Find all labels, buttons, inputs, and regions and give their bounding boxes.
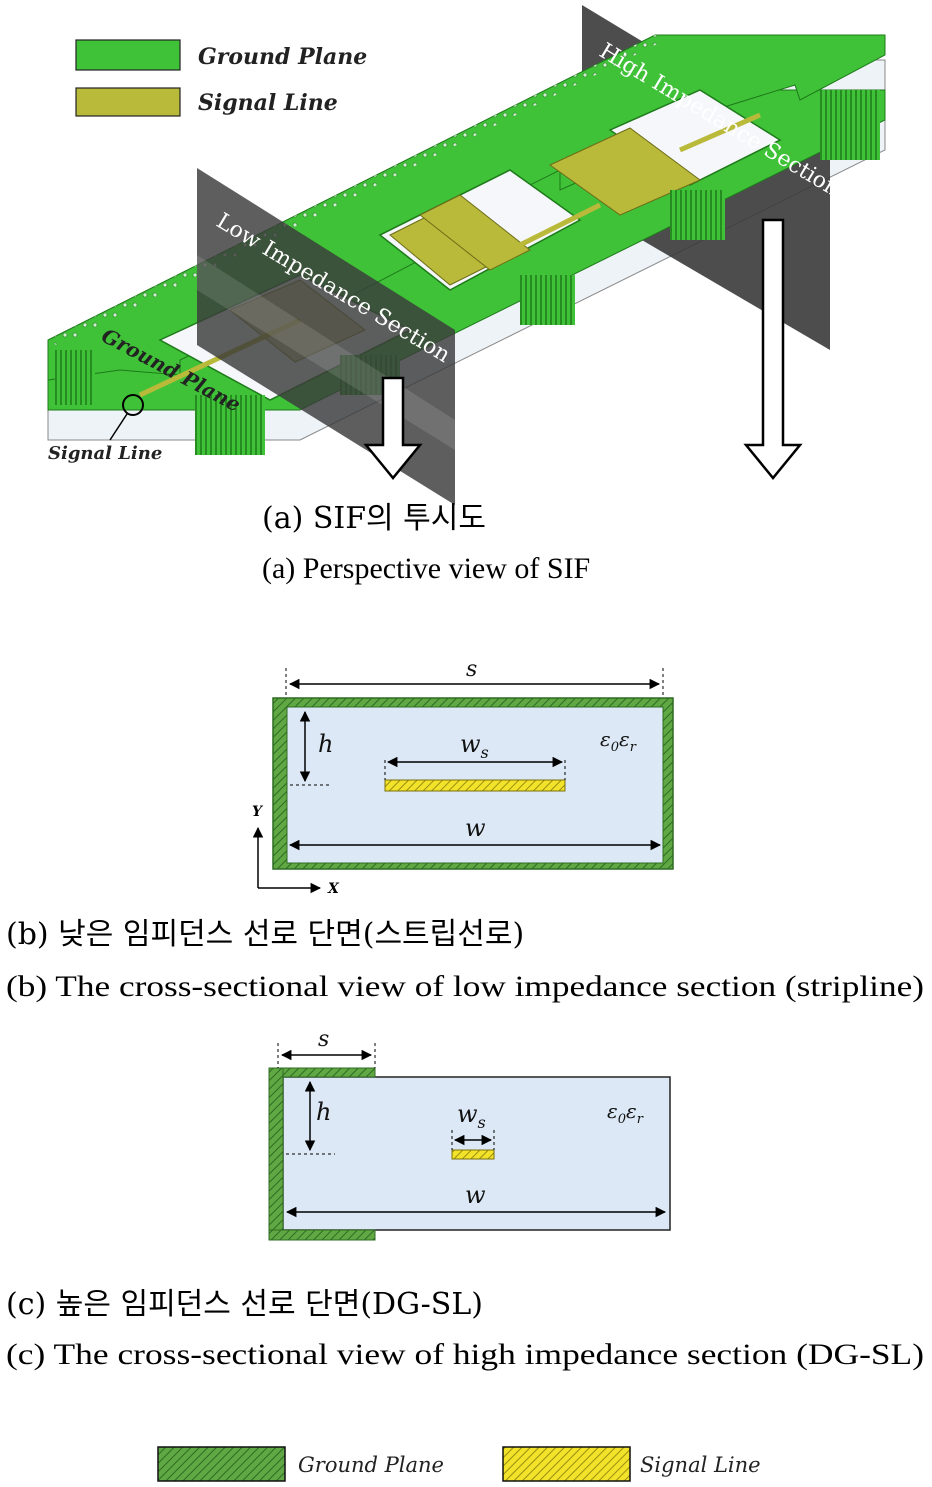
caption-a-en: (a) Perspective view of SIF xyxy=(262,552,590,585)
signal-line-callout-label: Signal Line xyxy=(48,443,162,464)
down-arrow-high xyxy=(743,218,803,480)
via-fence-1 xyxy=(55,350,95,405)
c-ground-top xyxy=(268,1067,376,1078)
down-arrow-low xyxy=(363,376,423,480)
caption-c-en: (c) The cross-sectional view of high imp… xyxy=(6,1338,924,1371)
signal-strip-2 xyxy=(518,202,602,248)
bottom-legend-ground-label: Ground Plane xyxy=(298,1453,444,1477)
section-c-diagram: s h ws w ε0εr xyxy=(268,1027,671,1241)
b-permittivity: ε0εr xyxy=(600,727,637,755)
perspective-view: Low Impedance Section High Impedance Sec… xyxy=(47,5,886,505)
section-b-diagram: s h ws w ε0εr Y X xyxy=(252,657,674,897)
caption-a-ko: (a) SIF의 투시도 xyxy=(262,501,486,536)
top-legend: Ground Plane Signal Line xyxy=(75,39,367,117)
c-signal-strip xyxy=(451,1149,495,1160)
b-s-label: s xyxy=(466,657,477,682)
bottom-legend-signal-swatch xyxy=(502,1446,631,1482)
c-permittivity: ε0εr xyxy=(607,1099,644,1127)
via-fence-6 xyxy=(820,90,880,160)
caption-b-ko: (b) 낮은 임피던스 선로 단면(스트립선로) xyxy=(6,917,524,952)
signal-pad-top xyxy=(549,127,701,216)
via-fence-2 xyxy=(195,395,265,455)
caption-c-ko: (c) 높은 임피던스 선로 단면(DG-SL) xyxy=(6,1287,483,1322)
signal-strip-3 xyxy=(678,112,762,153)
bottom-legend: Ground Plane Signal Line xyxy=(157,1446,761,1482)
c-ground-bottom xyxy=(268,1229,376,1241)
b-ws-label: ws xyxy=(460,730,489,762)
c-ground-left xyxy=(268,1067,284,1241)
b-signal-strip xyxy=(384,779,566,792)
legend-signal-label: Signal Line xyxy=(198,90,338,116)
b-w-label: w xyxy=(465,814,486,842)
bottom-legend-ground-swatch xyxy=(157,1446,286,1482)
signal-line-callout-leader xyxy=(109,413,128,441)
bottom-legend-signal-label: Signal Line xyxy=(640,1453,761,1477)
via-fence-5 xyxy=(670,190,725,240)
b-h-label: h xyxy=(318,730,333,758)
c-w-label: w xyxy=(465,1181,486,1209)
c-s-label: s xyxy=(318,1027,329,1052)
legend-signal-swatch xyxy=(75,87,181,117)
legend-ground-label: Ground Plane xyxy=(198,44,367,70)
signal-pad-mid-2 xyxy=(419,194,531,271)
signal-line-callout-circle xyxy=(122,394,144,416)
legend-ground-swatch xyxy=(75,39,181,71)
c-h-label: h xyxy=(316,1098,331,1126)
b-axis-y-label: Y xyxy=(252,804,264,820)
b-axis-x-label: X xyxy=(327,881,340,897)
c-ws-label: ws xyxy=(457,1100,486,1132)
caption-b-en: (b) The cross-sectional view of low impe… xyxy=(6,970,924,1003)
via-fence-4 xyxy=(520,275,575,325)
